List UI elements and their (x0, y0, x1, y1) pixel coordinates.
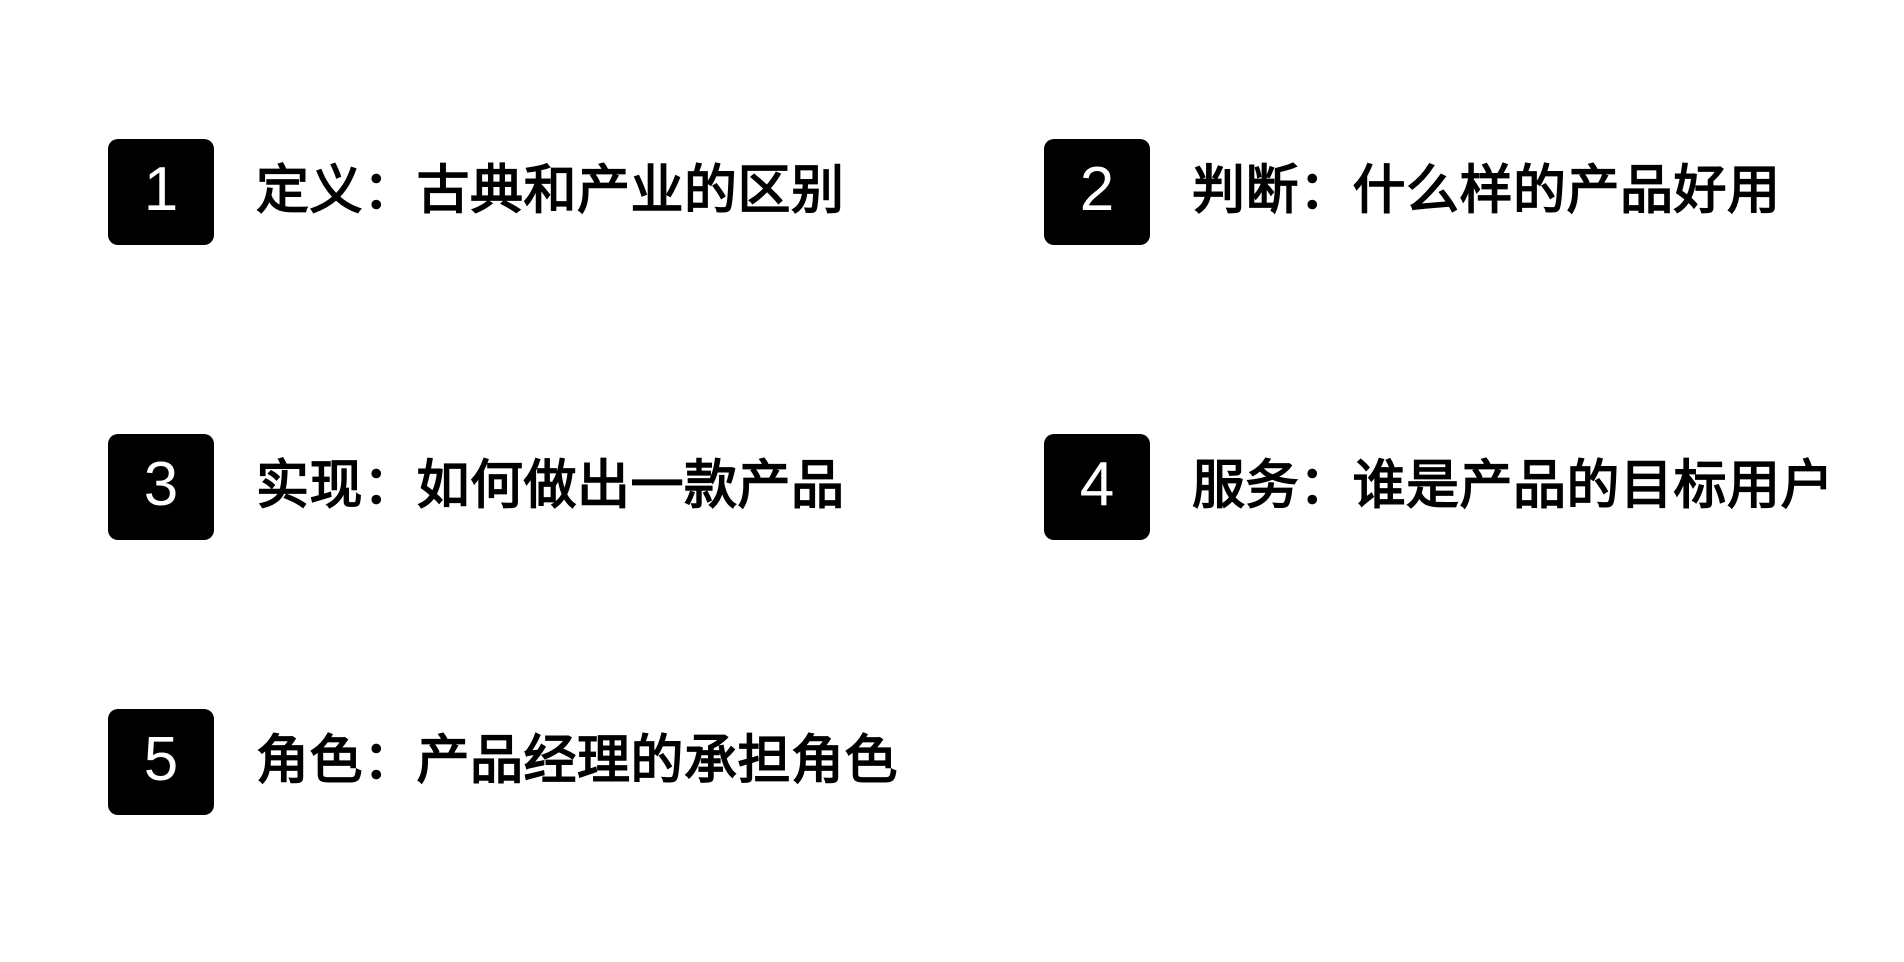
agenda-number-2: 2 (1079, 154, 1115, 224)
agenda-number-5: 5 (143, 724, 179, 794)
agenda-number-3: 3 (143, 449, 179, 519)
agenda-item-2[interactable]: 2 判断：什么样的产品好用 (940, 138, 1832, 257)
agenda-title-4: 服务：谁是产品的目标用户 (1192, 456, 1834, 516)
agenda-title-1: 定义：古典和产业的区别 (256, 161, 845, 221)
agenda-title-3: 实现：如何做出一款产品 (256, 456, 845, 516)
agenda-number-badge-4: 4 (1044, 433, 1150, 540)
agenda-number-4: 4 (1079, 449, 1115, 519)
agenda-number-badge-1: 1 (108, 138, 214, 245)
agenda-number-1: 1 (143, 154, 179, 224)
agenda-item-3[interactable]: 3 实现：如何做出一款产品 (48, 433, 940, 552)
agenda-number-badge-2: 2 (1044, 138, 1150, 245)
agenda-item-1[interactable]: 1 定义：古典和产业的区别 (48, 138, 940, 257)
agenda-title-5: 角色：产品经理的承担角色 (256, 731, 898, 791)
agenda-item-4[interactable]: 4 服务：谁是产品的目标用户 (940, 433, 1834, 552)
agenda-empty-cell (940, 630, 1832, 905)
agenda-item-5[interactable]: 5 角色：产品经理的承担角色 (48, 708, 940, 827)
agenda-title-2: 判断：什么样的产品好用 (1192, 161, 1781, 221)
agenda-number-badge-3: 3 (108, 433, 214, 540)
agenda-number-badge-5: 5 (108, 708, 214, 815)
